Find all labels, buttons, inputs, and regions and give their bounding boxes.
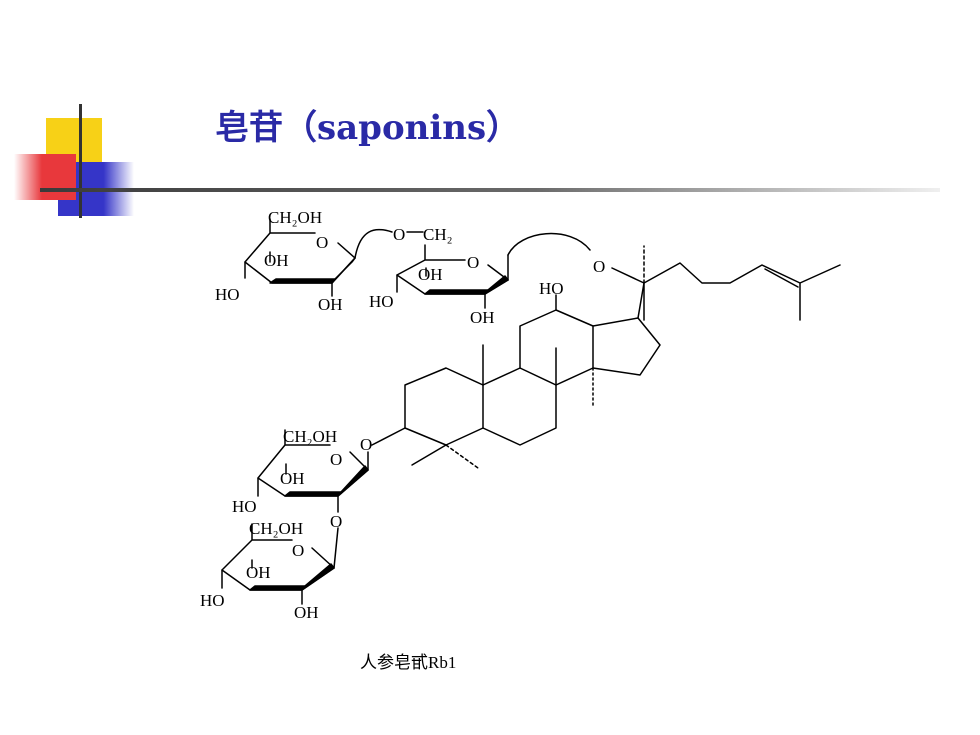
sugar4-ch2oh-label: CH₂OH (249, 519, 303, 538)
sugar1-ho-label: HO (215, 285, 240, 304)
sugar1-ring-oxygen: O (316, 233, 328, 252)
side-chain (611, 245, 841, 321)
steroid-rings (371, 282, 661, 469)
sugar4-oh-bottom: OH (294, 603, 319, 622)
sugar4-oh-top: OH (246, 563, 271, 582)
sugar3-ho-label: HO (232, 497, 257, 516)
sugar1-oh-top: OH (264, 251, 289, 270)
sugar3-bridge-oxygen: O (330, 512, 342, 531)
sugar2-link-oxygen: O (393, 225, 405, 244)
sugar1-ch2oh-label: CH₂OH (268, 208, 322, 227)
red-square-decoration (14, 154, 76, 200)
sugar2-ch2-label: CH₂ (423, 225, 453, 244)
glycoside-oxygen: O (593, 257, 605, 276)
sugar2-oh-bottom: OH (470, 308, 495, 327)
sugar3-ch2oh-label: CH₂OH (283, 427, 337, 446)
slide-title: 皂苷（saponins） (215, 108, 521, 148)
sugar2-ring-oxygen: O (467, 253, 479, 272)
sugar-ring-4 (221, 523, 339, 605)
sugar4-ring-oxygen: O (292, 541, 304, 560)
sugar2-oh-top: OH (418, 265, 443, 284)
sugar2-ho-label: HO (369, 292, 394, 311)
sugar3-oh-label: OH (280, 469, 305, 488)
aglycone-ho-label: HO (539, 279, 564, 298)
sugar3-ring-oxygen: O (330, 450, 342, 469)
glycosidic-curve-1 (354, 228, 393, 259)
sugar1-oh-bottom: OH (318, 295, 343, 314)
sugar4-ho-label: HO (200, 591, 225, 610)
glycosidic-curve-2 (507, 232, 591, 256)
title-rule (40, 188, 940, 192)
compound-name-caption: 人参皂甙Rb1 (360, 653, 457, 672)
sugar-ring-3 (257, 429, 369, 513)
sugar-ring-2 (396, 244, 509, 309)
vertical-accent-line (79, 104, 82, 218)
sugar3-link-oxygen: O (360, 435, 372, 454)
sugar-ring-1 (244, 218, 356, 297)
